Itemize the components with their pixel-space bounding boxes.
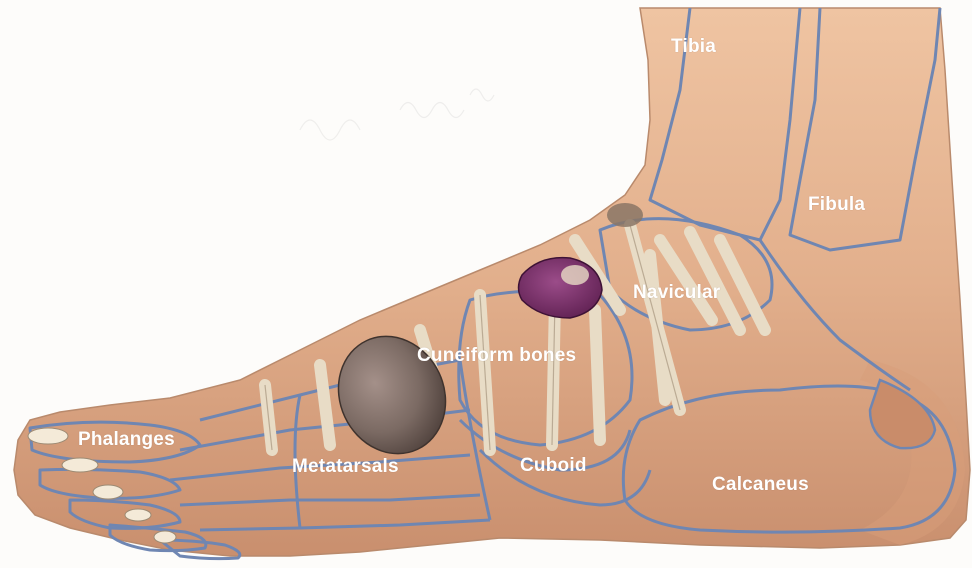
label-tibia: Tibia — [671, 36, 716, 58]
label-calcaneus: Calcaneus — [712, 474, 809, 496]
label-metatarsals: Metatarsals — [292, 456, 399, 478]
foot-skin — [14, 8, 970, 556]
label-navicular: Navicular — [633, 282, 720, 304]
label-cuneiform-bones: Cuneiform bones — [417, 345, 576, 367]
label-phalanges: Phalanges — [78, 429, 175, 451]
faint-handwriting — [300, 89, 494, 140]
label-fibula: Fibula — [808, 194, 865, 216]
label-cuboid: Cuboid — [520, 455, 587, 477]
